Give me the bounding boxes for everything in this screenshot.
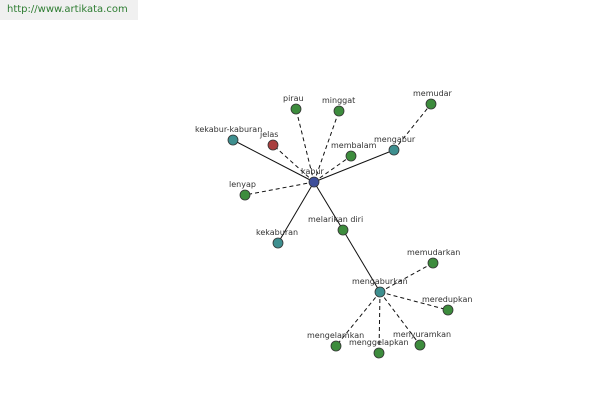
node-mengabur[interactable]: mengabur xyxy=(374,135,416,156)
node-jelas[interactable]: jelas xyxy=(259,130,279,151)
edge-melarikan-diri-mengaburkan xyxy=(342,229,381,293)
node-label-minggat: minggat xyxy=(322,96,355,105)
node-dot-melarikan-diri[interactable] xyxy=(337,224,349,236)
node-dot-mengelamkan[interactable] xyxy=(330,340,342,352)
node-menyuramkan[interactable]: menyuramkan xyxy=(393,330,451,351)
node-dot-kekabur-kaburan[interactable] xyxy=(227,134,239,146)
node-mengaburkan[interactable]: mengaburkan xyxy=(352,277,408,298)
node-label-mengaburkan: mengaburkan xyxy=(352,277,408,286)
edge-kabur-kekaburan xyxy=(277,181,315,244)
node-label-mengelamkan: mengelamkan xyxy=(307,331,364,340)
node-menggelapkan[interactable]: menggelapkan xyxy=(349,338,409,359)
source-banner: http://www.artikata.com xyxy=(0,0,138,20)
nodes-layer: kabur pirau minggat memudar kekabur-kaburanj… xyxy=(195,89,472,359)
source-link[interactable]: http://www.artikata.com xyxy=(7,4,128,15)
node-kekaburan[interactable]: kekaburan xyxy=(256,228,298,249)
edge-mengaburkan-menggelapkan xyxy=(378,291,381,354)
edge-kabur-pirau xyxy=(295,108,315,183)
node-label-memudar: memudar xyxy=(413,89,453,98)
node-dot-mengaburkan[interactable] xyxy=(374,286,386,298)
node-label-melarikan-diri: melarikan diri xyxy=(308,215,363,224)
node-dot-meredupkan[interactable] xyxy=(442,304,454,316)
node-label-meredupkan: meredupkan xyxy=(422,295,472,304)
node-label-kabur: kabur xyxy=(301,167,325,176)
edges-layer xyxy=(232,103,449,354)
node-label-kekabur-kaburan: kekabur-kaburan xyxy=(195,125,262,134)
node-lenyap[interactable]: lenyap xyxy=(229,180,256,201)
node-kabur[interactable]: kabur xyxy=(301,167,325,188)
node-label-jelas: jelas xyxy=(259,130,278,139)
node-dot-pirau[interactable] xyxy=(290,103,302,115)
node-kekabur-kaburan[interactable]: kekabur-kaburan xyxy=(195,125,262,146)
node-dot-menyuramkan[interactable] xyxy=(414,339,426,351)
node-dot-lenyap[interactable] xyxy=(239,189,251,201)
node-dot-menggelapkan[interactable] xyxy=(373,347,385,359)
edge-kabur-minggat xyxy=(313,110,340,183)
node-dot-memudarkan[interactable] xyxy=(427,257,439,269)
node-mengelamkan[interactable]: mengelamkan xyxy=(307,331,364,352)
node-label-membalam: membalam xyxy=(331,141,377,150)
node-label-memudarkan: memudarkan xyxy=(407,248,460,257)
node-label-menggelapkan: menggelapkan xyxy=(349,338,409,347)
node-dot-memudar[interactable] xyxy=(425,98,437,110)
edge-mengaburkan-memudarkan xyxy=(379,262,434,293)
node-pirau[interactable]: pirau xyxy=(283,94,304,115)
node-dot-minggat[interactable] xyxy=(333,105,345,117)
node-dot-kekaburan[interactable] xyxy=(272,237,284,249)
node-label-menyuramkan: menyuramkan xyxy=(393,330,451,339)
node-memudarkan[interactable]: memudarkan xyxy=(407,248,460,269)
edge-kabur-mengabur xyxy=(313,149,395,183)
edge-kabur-jelas xyxy=(272,144,315,183)
node-label-lenyap: lenyap xyxy=(229,180,256,189)
edge-mengaburkan-meredupkan xyxy=(379,291,449,311)
node-dot-kabur[interactable] xyxy=(308,176,320,188)
edge-mengaburkan-mengelamkan xyxy=(335,291,381,347)
node-label-mengabur: mengabur xyxy=(374,135,416,144)
node-dot-membalam[interactable] xyxy=(345,150,357,162)
node-minggat[interactable]: minggat xyxy=(322,96,355,117)
edge-kabur-membalam xyxy=(313,155,352,183)
edge-kabur-melarikan-diri xyxy=(313,181,344,231)
node-dot-jelas[interactable] xyxy=(267,139,279,151)
edge-kabur-kekabur-kaburan xyxy=(232,139,315,183)
node-dot-mengabur[interactable] xyxy=(388,144,400,156)
edge-mengabur-memudar xyxy=(393,103,432,151)
node-meredupkan[interactable]: meredupkan xyxy=(422,295,472,316)
node-memudar[interactable]: memudar xyxy=(413,89,453,110)
node-membalam[interactable]: membalam xyxy=(331,141,377,162)
node-melarikan-diri[interactable]: melarikan diri xyxy=(308,215,363,236)
node-label-kekaburan: kekaburan xyxy=(256,228,298,237)
edge-kabur-lenyap xyxy=(244,181,315,196)
node-label-pirau: pirau xyxy=(283,94,304,103)
